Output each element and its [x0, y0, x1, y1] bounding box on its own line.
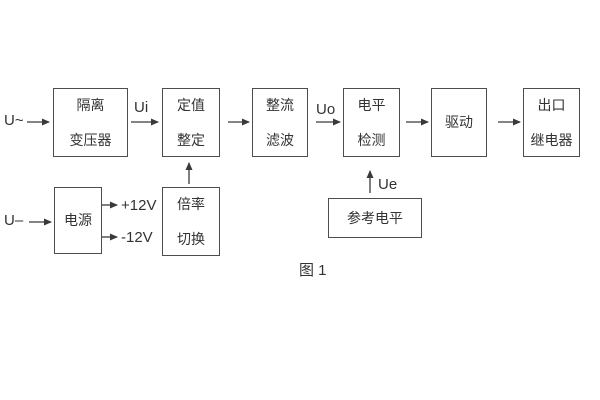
- block-label: 参考电平: [347, 209, 403, 226]
- block-drive: 驱动: [431, 88, 487, 157]
- block-rectifier-filter: 整流 滤波: [252, 88, 308, 157]
- block-label: 定值: [177, 96, 205, 113]
- block-label: 切换: [177, 230, 205, 247]
- label-input-ac: U~: [4, 112, 24, 129]
- label-ue: Ue: [378, 176, 398, 193]
- figure-caption: 图 1: [299, 262, 327, 279]
- block-label: 继电器: [530, 131, 573, 148]
- label-ui: Ui: [134, 99, 149, 116]
- block-ratio-switch: 倍率 切换: [162, 187, 220, 256]
- block-label: 隔离: [76, 96, 105, 113]
- block-label: 整定: [177, 131, 205, 148]
- block-reference-level: 参考电平: [328, 198, 422, 238]
- block-setting-adjust: 定值 整定: [162, 88, 220, 157]
- block-label: 电源: [64, 212, 92, 229]
- block-label: 电平: [357, 96, 386, 113]
- label-uo: Uo: [316, 101, 336, 118]
- label-minus12v: -12V: [121, 229, 153, 246]
- label-plus12v: +12V: [121, 197, 157, 214]
- label-input-dc: U–: [4, 212, 24, 229]
- block-level-detect: 电平 检测: [343, 88, 400, 157]
- block-label: 出口: [537, 96, 566, 113]
- block-power-supply: 电源: [54, 187, 102, 254]
- block-label: 驱动: [445, 114, 473, 131]
- block-isolation-transformer: 隔离 变压器: [53, 88, 128, 157]
- block-label: 整流: [266, 96, 294, 113]
- block-label: 变压器: [69, 131, 112, 148]
- block-output-relay: 出口 继电器: [523, 88, 580, 157]
- block-label: 滤波: [266, 131, 294, 148]
- block-label: 检测: [357, 131, 386, 148]
- block-label: 倍率: [177, 195, 205, 212]
